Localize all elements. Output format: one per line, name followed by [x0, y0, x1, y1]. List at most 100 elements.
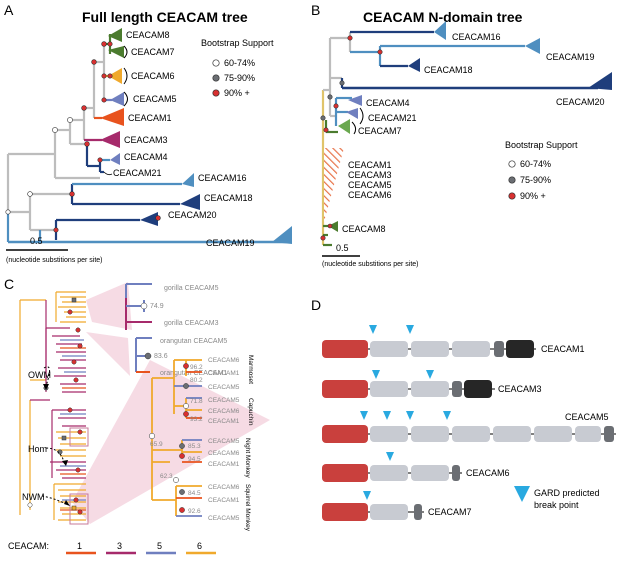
panel-b-legend: Bootstrap Support 60-74% 75-90% 90% +	[505, 140, 578, 201]
panel-b-tree	[321, 30, 598, 247]
protein-ceacam5: CEACAM5	[322, 411, 616, 443]
panel-d: D CEACAM1 CEACAM3	[311, 297, 616, 521]
b-group-ceacam1: CEACAM1	[348, 160, 392, 170]
key-num-3: 3	[117, 541, 122, 551]
panel-a-legend: Bootstrap Support 60-74% 75-90% 90% +	[201, 38, 274, 98]
leaf-ceacam5: CEACAM5	[133, 94, 177, 104]
species-capuchin: Capuchin	[247, 398, 254, 426]
panel-b-letter: B	[311, 2, 320, 18]
nwm-leaf-2: CEACAM1	[208, 370, 240, 377]
node-83-6	[144, 352, 152, 360]
break-point-icon	[514, 486, 530, 502]
key-num-5: 5	[157, 541, 162, 551]
b-leaf-ceacam16: CEACAM16	[452, 32, 501, 42]
panel-a-leaf-labels: CEACAM8 CEACAM7 CEACAM6 CEACAM5 CEACAM1 …	[113, 30, 255, 248]
legend-red-dot	[212, 89, 220, 97]
key-num-6: 6	[197, 541, 202, 551]
b-leaf-ceacam7: CEACAM7	[358, 126, 402, 136]
panel-b-leaf-labels: CEACAM16 CEACAM19 CEACAM18 CEACAM20 CEAC…	[342, 32, 605, 234]
leaf-ceacam21: CEACAM21	[113, 168, 162, 178]
protein-ceacam3: CEACAM3	[322, 370, 542, 398]
panel-a-letter: A	[4, 2, 14, 18]
panel-b-hatched-group	[324, 148, 344, 222]
nwm-support-2: 80.2	[190, 377, 203, 384]
b-group-ceacam5: CEACAM5	[348, 180, 392, 190]
leaf-ceacam19: CEACAM19	[206, 238, 255, 248]
b-group-ceacam6: CEACAM6	[348, 190, 392, 200]
scale-value: 0.5	[30, 236, 43, 246]
nwm-leaf-1: CEACAM6	[208, 357, 240, 364]
panel-c-nwm-labels: CEACAM6 CEACAM1 CEACAM5 CEACAM5 CEACAM6 …	[150, 357, 240, 522]
key-num-1: 1	[77, 541, 82, 551]
hom-leaf-1: gorilla CEACAM5	[164, 285, 219, 292]
leaf-ceacam8: CEACAM8	[126, 30, 170, 40]
key-label: CEACAM:	[8, 541, 49, 551]
panel-b-scale: 0.5 (nucleotide substitions per site)	[322, 243, 419, 268]
nwm-box	[69, 493, 89, 525]
protein-label-ceacam7: CEACAM7	[428, 507, 472, 517]
nwm-leaf-8: CEACAM6	[208, 450, 240, 457]
legend-grey-dot	[212, 74, 220, 82]
nwm-leaf-6: CEACAM1	[208, 418, 240, 425]
leaf-ceacam6: CEACAM6	[131, 71, 175, 81]
panel-a-collapsed-clades	[100, 28, 292, 244]
nwm-leaf-11: CEACAM1	[208, 497, 240, 504]
b-legend-item-1: 60-74%	[520, 159, 551, 169]
leaf-ceacam20: CEACAM20	[168, 210, 217, 220]
protein-label-ceacam5: CEACAM5	[565, 412, 609, 422]
nwm-support-3: 71.8	[190, 398, 203, 405]
hom-leaf-2: gorilla CEACAM3	[164, 320, 219, 327]
panel-c-expansion-wedges	[72, 282, 270, 524]
panel-c-hominid-labels: gorilla CEACAM5 74.9 gorilla CEACAM3 ora…	[150, 285, 227, 377]
species-marmoset: Marmoset	[247, 355, 254, 384]
annot-nwm: NWM	[22, 492, 45, 502]
nwm-support-4: 93.2	[190, 416, 203, 423]
nwm-support-6: 85.3	[188, 443, 201, 450]
annot-hom: Hom	[28, 444, 47, 454]
gard-legend-line2: break point	[534, 500, 579, 510]
species-night-monkey: Night Monkey	[244, 438, 251, 478]
leaf-ceacam16: CEACAM16	[198, 173, 247, 183]
b-scale-value: 0.5	[336, 243, 349, 253]
leaf-ceacam3: CEACAM3	[124, 135, 168, 145]
panel-c-big-tree	[19, 291, 86, 521]
b-scale-caption: (nucleotide substitions per site)	[322, 261, 419, 268]
scale-caption: (nucleotide substitions per site)	[6, 257, 103, 264]
legend-item-3: 90% +	[224, 88, 250, 98]
b-group-ceacam3: CEACAM3	[348, 170, 392, 180]
panel-b-support-nodes	[320, 35, 383, 241]
panel-b-title: CEACAM N-domain tree	[363, 9, 523, 25]
b-legend-grey-dot	[508, 176, 516, 184]
legend-title: Bootstrap Support	[201, 38, 274, 48]
gard-legend: GARD predicted break point	[514, 486, 600, 510]
b-leaf-ceacam20: CEACAM20	[556, 97, 605, 107]
nwm-leaf-5: CEACAM6	[208, 408, 240, 415]
nwm-support-1: 96.2	[190, 364, 203, 371]
nwm-leaf-3: CEACAM5	[208, 384, 240, 391]
nwm-support-7: 94.5	[188, 456, 201, 463]
node-74-9	[140, 302, 148, 310]
leaf-ceacam18: CEACAM18	[204, 193, 253, 203]
b-legend-red-dot	[508, 192, 516, 200]
panel-c-annotations: OWM Hom NWM	[22, 366, 70, 506]
protein-label-ceacam1: CEACAM1	[541, 344, 585, 354]
panel-b-brackets	[351, 107, 364, 135]
panel-a-brackets	[123, 45, 128, 107]
hominid-box	[69, 427, 89, 447]
nwm-leaf-9: CEACAM1	[208, 461, 240, 468]
protein-ceacam6: CEACAM6	[322, 452, 510, 482]
hom-support-1: 74.9	[150, 303, 164, 310]
panel-a-support-nodes	[5, 41, 161, 233]
legend-item-1: 60-74%	[224, 58, 255, 68]
hom-support-2: 83.6	[154, 353, 168, 360]
annot-owm: OWM	[28, 370, 51, 380]
species-squirrel-monkey: Squirrel Monkey	[244, 484, 251, 532]
nwm-leaf-4: CEACAM5	[208, 397, 240, 404]
nwm-leaf-12: CEACAM5	[208, 515, 240, 522]
legend-white-dot	[212, 59, 220, 67]
panel-b: B CEACAM N-domain tree	[311, 2, 612, 268]
protein-label-ceacam6: CEACAM6	[466, 468, 510, 478]
b-leaf-ceacam18: CEACAM18	[424, 65, 473, 75]
nwm-support-9: 84.5	[188, 490, 201, 497]
